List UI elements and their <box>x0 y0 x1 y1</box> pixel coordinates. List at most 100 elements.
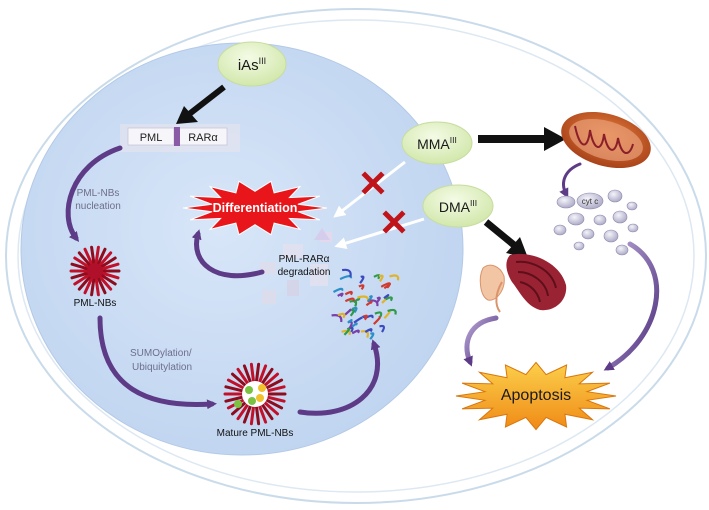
cytochrome-c-bead <box>593 214 607 226</box>
protein-strand <box>353 316 365 324</box>
mature-petal <box>236 367 250 386</box>
mature-petal <box>265 385 286 393</box>
mature-petal <box>265 395 286 403</box>
cytochrome-c-bead <box>581 228 595 240</box>
mature-petal <box>254 404 261 426</box>
mature-petal <box>260 367 274 386</box>
ias-arrow <box>176 84 226 124</box>
protein-strand <box>387 308 397 315</box>
ias-bubble: iAsIII <box>217 41 287 87</box>
differentiation-burst <box>182 180 328 236</box>
mature-petal <box>257 403 268 424</box>
dma-label: DMA <box>439 199 471 215</box>
svg-text:MMAIII: MMAIII <box>417 135 457 152</box>
protein-strand <box>383 294 390 300</box>
mature-petal <box>226 378 246 390</box>
mma-label: MMA <box>417 136 450 152</box>
cytc-to-apoptosis-arrow <box>603 241 660 371</box>
protein-strand <box>343 327 351 336</box>
protein-strand <box>337 292 344 298</box>
mature-petal <box>264 398 284 410</box>
protein-strand <box>344 297 355 303</box>
protein-strand <box>331 314 343 323</box>
sumo-particle <box>258 384 266 392</box>
protein-strand <box>344 290 353 296</box>
degradation-label-line2: degradation <box>278 267 331 278</box>
protein-strand <box>385 296 393 302</box>
cytochrome-c-bead <box>603 229 619 243</box>
protein-strand <box>389 274 400 281</box>
cytochrome-c-bead <box>612 210 628 224</box>
mature-pml-nb-icon <box>223 362 287 426</box>
cytochrome-c-bead <box>567 212 585 226</box>
protein-strand <box>341 268 352 278</box>
mature-petal <box>262 400 279 416</box>
ias-label: iAs <box>238 57 259 74</box>
mature-to-degradation-arrow <box>297 339 381 416</box>
cytochrome-c-cluster <box>553 189 639 256</box>
cytochrome-c-bead <box>607 189 623 203</box>
protein-strand <box>383 284 391 290</box>
dma-superscript: III <box>470 198 477 208</box>
cyt-c-label: cyt c <box>582 197 598 206</box>
mature-petal <box>254 362 261 384</box>
protein-strand <box>351 329 360 335</box>
apoptosis-burst <box>455 361 617 431</box>
cytochrome-c-bead <box>553 224 567 236</box>
protein-strand <box>365 300 373 307</box>
sumoylation-label-line1: SUMOylation/ <box>130 348 192 359</box>
protein-strand <box>344 308 352 316</box>
nucleation-arrow <box>65 145 123 242</box>
cytochrome-c-bead <box>626 201 638 211</box>
cell-inner-membrane <box>17 19 695 493</box>
mma-to-mitochondrion-arrow <box>478 127 566 151</box>
flower-core <box>87 263 103 279</box>
degradation-label-line1: PML-RARα <box>279 254 330 265</box>
protein-strand <box>379 324 385 333</box>
cytochrome-c-bead <box>573 241 585 251</box>
mature-petal <box>249 362 256 384</box>
mma-bubble: MMAIII <box>401 121 473 165</box>
cytochrome-c-bead <box>576 192 604 210</box>
cytochrome-c-bead <box>627 223 639 233</box>
dma-to-er-arrow <box>483 219 528 258</box>
pml-nb-flower-icon <box>69 245 121 297</box>
dma-inhibited-arrow <box>334 217 425 249</box>
degradation-to-differentiation-arrow <box>191 229 265 279</box>
protein-strand <box>375 296 381 304</box>
protein-strand <box>349 299 358 307</box>
mature-pml-nbs-label: Mature PML-NBs <box>217 428 294 439</box>
cytochrome-c-bead <box>556 195 576 209</box>
mitochondrion-release-arrow <box>559 162 582 199</box>
protein-strand <box>367 295 373 303</box>
protein-strand <box>332 287 344 293</box>
protein-strand <box>373 316 381 325</box>
protein-strand <box>350 322 358 329</box>
protein-strand <box>337 312 346 319</box>
sumo-particle <box>248 397 256 405</box>
protein-strand <box>380 282 391 288</box>
mature-petal <box>262 372 279 388</box>
svg-text:DMAIII: DMAIII <box>439 198 477 215</box>
mma-superscript: III <box>450 135 457 145</box>
sumo-particle <box>256 394 264 402</box>
mature-petal <box>260 402 274 421</box>
endoplasmic-reticulum-icon <box>479 253 567 313</box>
pml-nbs-label: PML-NBs <box>74 298 117 309</box>
cytochrome-c-bead <box>615 244 629 256</box>
sumoylation-label-line2: Ubiquitylation <box>132 362 192 373</box>
mature-petal <box>249 404 256 426</box>
mature-petal <box>242 403 253 424</box>
nucleation-label-line2: nucleation <box>75 201 121 212</box>
pml-label: PML <box>140 132 163 144</box>
mitochondrion-icon <box>561 111 651 169</box>
inhibition-cross-icon <box>361 171 406 234</box>
mature-petal <box>231 372 248 388</box>
mature-petal <box>236 402 250 421</box>
ias-superscript: III <box>259 56 267 66</box>
mature-petal <box>231 400 248 416</box>
protein-strand <box>359 275 365 284</box>
dma-bubble: DMAIII <box>422 184 494 228</box>
